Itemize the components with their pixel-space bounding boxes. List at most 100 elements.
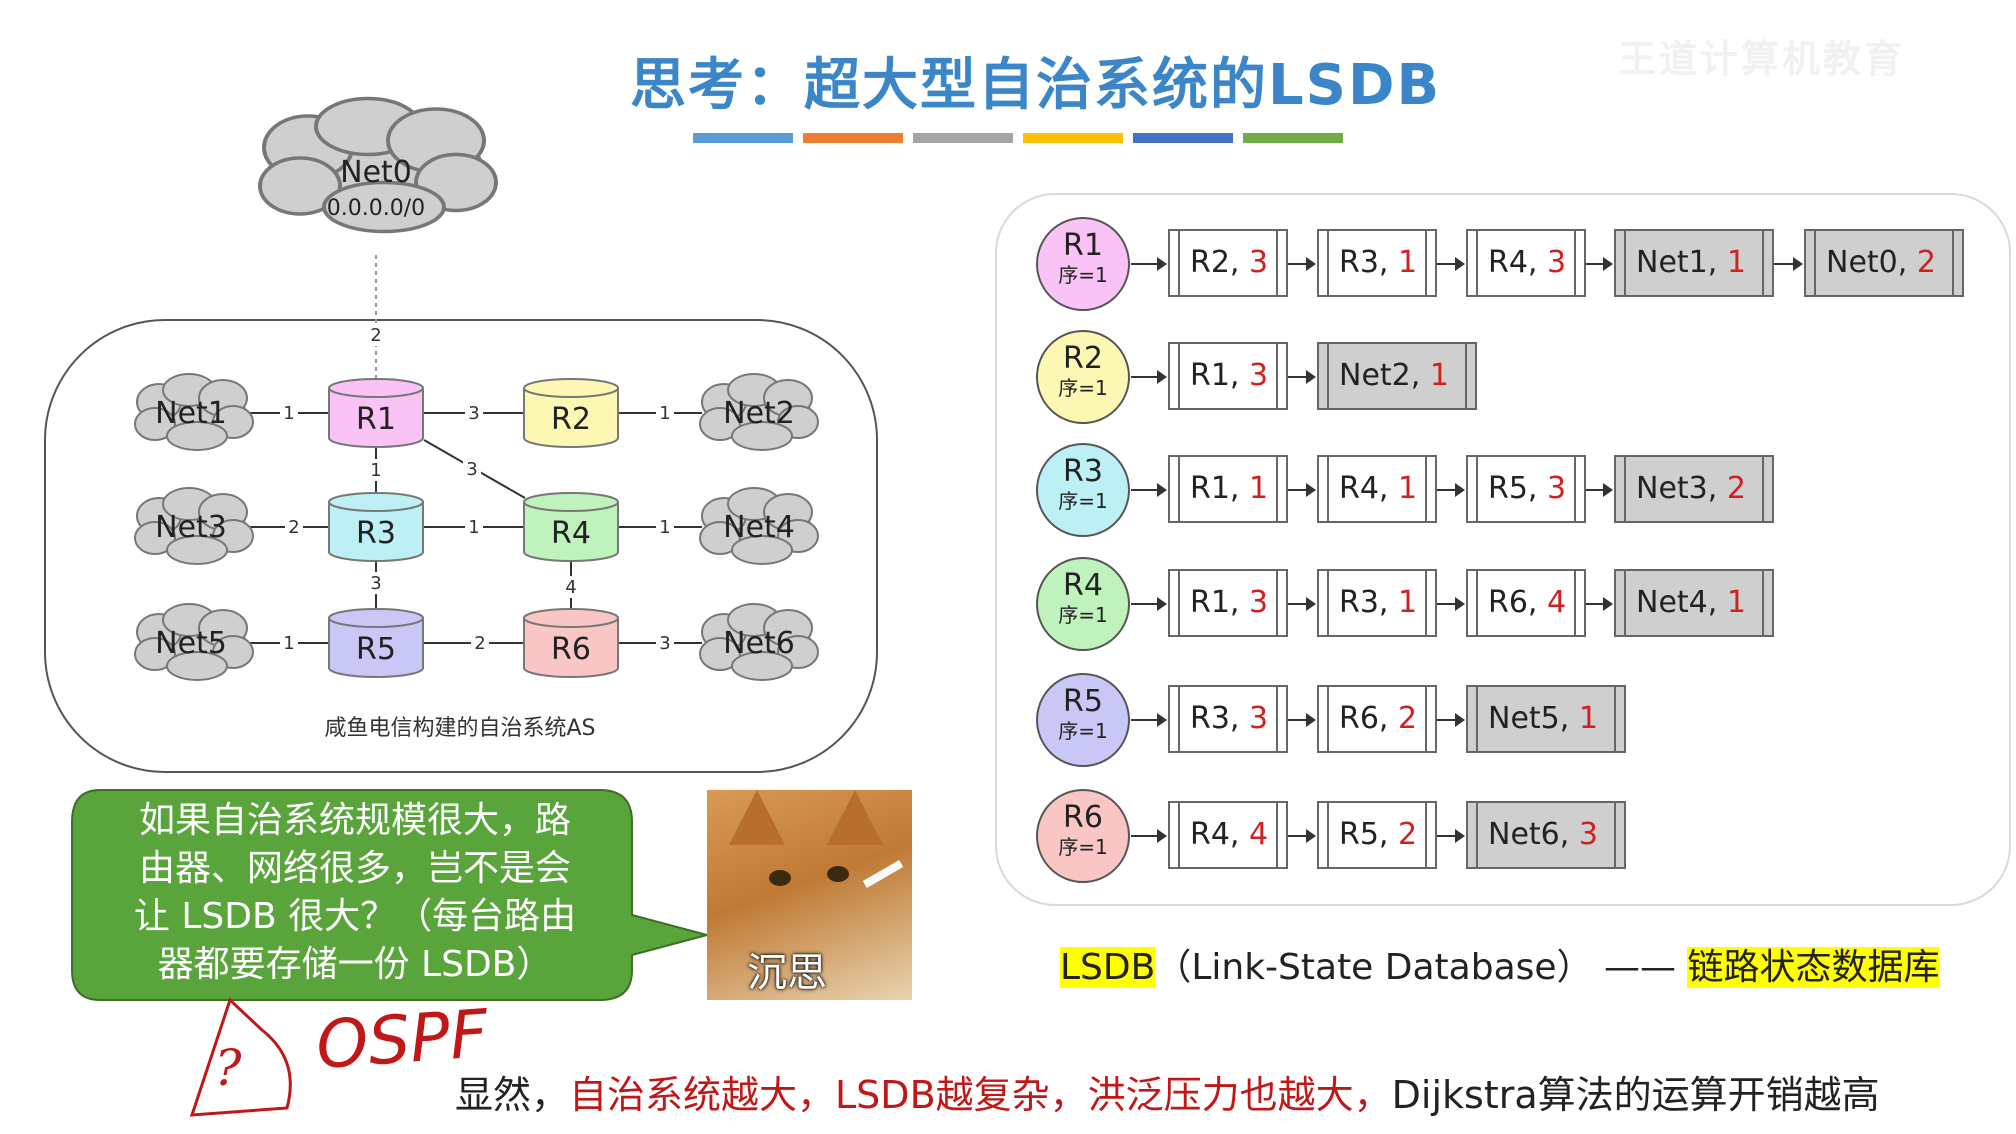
lsdb-sequence-number: 序=1 [1058,603,1108,627]
as-boundary [44,319,878,773]
entry-name: Net4, [1636,585,1727,620]
entry-name: R4, [1339,471,1399,506]
note-suffix: Dijkstra算法的运算开销越高 [1391,1073,1880,1117]
lsdb-router-entry: R3, 1 [1317,569,1437,637]
entry-cost: 4 [1547,585,1567,620]
entry-cost: 1 [1398,471,1418,506]
cat-eye [827,866,849,882]
lsdb-router-entry: R5, 2 [1317,801,1437,869]
lsdb-sequence-number: 序=1 [1058,263,1108,287]
lsdb-arrow [1131,829,1167,843]
entry-name: Net2, [1339,358,1430,393]
entry-cost: 1 [1398,245,1418,280]
lsdb-sequence-number: 序=1 [1058,835,1108,859]
lsdb-arrow [1131,370,1167,384]
lsdb-router-entry: R1, 3 [1168,569,1288,637]
note-red-text: 自治系统越大，LSDB越复杂，洪泛压力也越大， [569,1073,1392,1117]
entry-cost: 1 [1726,245,1746,280]
lsdb-arrow [1288,257,1316,271]
lsdb-router-name: R1 [1063,228,1103,263]
lsdb-chinese-name: 链路状态数据库 [1687,947,1940,988]
router-r5: R5 [328,608,424,678]
cost-net1-r1: 1 [283,403,294,424]
cat-ear [729,790,785,845]
lsdb-arrow [1774,257,1803,271]
cost-r1-r3: 1 [370,460,381,481]
router-r3: R3 [328,492,424,562]
entry-name: Net6, [1488,817,1579,852]
net0-label: Net0 [340,155,412,190]
entry-cost: 3 [1547,471,1567,506]
net0-address: 0.0.0.0/0 [327,196,425,221]
lsdb-sequence-number: 序=1 [1058,376,1108,400]
lsdb-router-entry: R5, 3 [1466,455,1586,523]
router-label: R5 [356,632,396,667]
router-r6: R6 [523,608,619,678]
lsdb-full-name: （Link-State Database） [1155,947,1593,988]
entry-cost: 2 [1916,245,1936,280]
entry-cost: 4 [1249,817,1269,852]
lsdb-arrow [1131,483,1167,497]
title-bar [913,133,1013,143]
lsdb-arrow [1131,257,1167,271]
handwriting-annotation [189,997,292,1117]
lsdb-arrow [1288,370,1316,384]
lsdb-router-entry: R3, 1 [1317,229,1437,297]
lsdb-arrow [1288,713,1316,727]
handwritten-question-mark: ? [215,1039,243,1097]
lsdb-network-entry: Net2, 1 [1317,342,1477,410]
cost-r4-net4: 1 [659,517,670,538]
bubble-line: 器都要存储一份 LSDB） [157,944,553,985]
lsdb-sequence-number: 序=1 [1058,489,1108,513]
lsdb-arrow [1586,257,1613,271]
lsdb-router-entry: R1, 3 [1168,342,1288,410]
lsdb-panel [995,193,2011,906]
net1-label: Net1 [155,396,227,431]
lsdb-router-entry: R4, 3 [1466,229,1586,297]
entry-cost: 3 [1547,245,1567,280]
link-cost-labels: 2 1 3 1 1 3 2 1 1 3 4 1 2 3 [280,324,674,654]
lsdb-network-entry: Net4, 1 [1614,569,1774,637]
entry-cost: 3 [1249,585,1269,620]
clouds [134,96,819,681]
lsdb-network-entry: Net0, 2 [1804,229,1964,297]
bubble-line: 让 LSDB 很大？（每台路由 [133,896,577,937]
entry-name: Net0, [1826,245,1917,280]
lsdb-network-entry: Net6, 3 [1466,801,1626,869]
router-label: R6 [551,632,591,667]
entry-cost: 1 [1726,585,1746,620]
lsdb-router-entry: R2, 3 [1168,229,1288,297]
lsdb-router-name: R6 [1063,800,1103,835]
router-r1: R1 [328,378,424,448]
cost-r3-r5: 3 [370,573,381,594]
bubble-line: 如果自治系统规模很大，路 [138,800,571,841]
router-r4: R4 [523,492,619,562]
cost-r5-r6: 2 [474,633,485,654]
title-bar [1243,133,1343,143]
router-r2: R2 [523,378,619,448]
lsdb-router-entry: R4, 4 [1168,801,1288,869]
lsdb-network-entry: Net1, 1 [1614,229,1774,297]
entry-name: R6, [1339,701,1399,736]
lsdb-router-name: R2 [1063,341,1103,376]
lsdb-arrow [1437,597,1465,611]
handwritten-triangle [189,997,292,1117]
lsdb-router-entry: R6, 4 [1466,569,1586,637]
lsdb-arrow [1131,713,1167,727]
lsdb-router-entry: R1, 1 [1168,455,1288,523]
cat-eye [769,870,791,886]
bubble-line: 由器、网络很多，岂不是会 [138,848,571,889]
cloud-labels: Net0 0.0.0.0/0 Net1 Net2 Net3 Net4 Net5 … [155,155,795,661]
entry-cost: 2 [1398,817,1418,852]
title-bar [1023,133,1123,143]
entry-name: R3, [1339,585,1399,620]
entry-cost: 1 [1429,358,1449,393]
cost-r6-net6: 3 [659,633,670,654]
lsdb-arrow [1437,713,1465,727]
